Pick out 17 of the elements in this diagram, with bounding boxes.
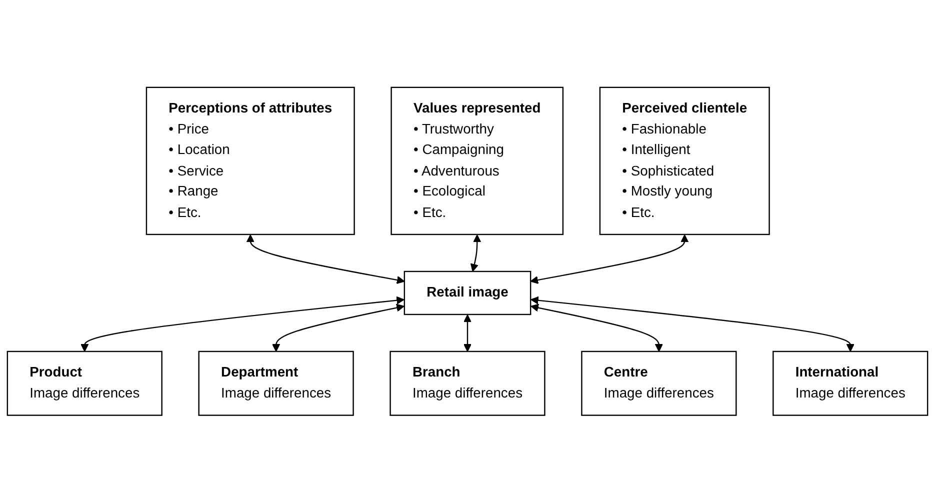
arrow [530, 296, 854, 352]
arrow [530, 234, 689, 284]
node-box: Retail image [404, 270, 532, 315]
arrow [80, 296, 404, 352]
arrow [470, 234, 482, 272]
node-box: Perceived clientele • Fashionable • Intelligent • Sophisticated • Mostly young • Etc. [599, 86, 770, 235]
node-box: Department Image differences [198, 350, 354, 416]
arrow [272, 303, 404, 352]
arrow [246, 234, 405, 284]
node-box: Perceptions of attributes • Price • Location • Service • Range • Etc. [146, 86, 355, 235]
node-box: Branch Image differences [390, 350, 546, 416]
node-box: Values represented • Trustworthy • Campaigning • Adventurous • Ecological • Etc. [390, 86, 564, 235]
node-box: Product Image differences [6, 350, 162, 416]
arrow [530, 303, 663, 352]
node-box: Centre Image differences [581, 350, 737, 416]
node-box: International Image differences [772, 350, 928, 416]
arrow [463, 314, 472, 352]
